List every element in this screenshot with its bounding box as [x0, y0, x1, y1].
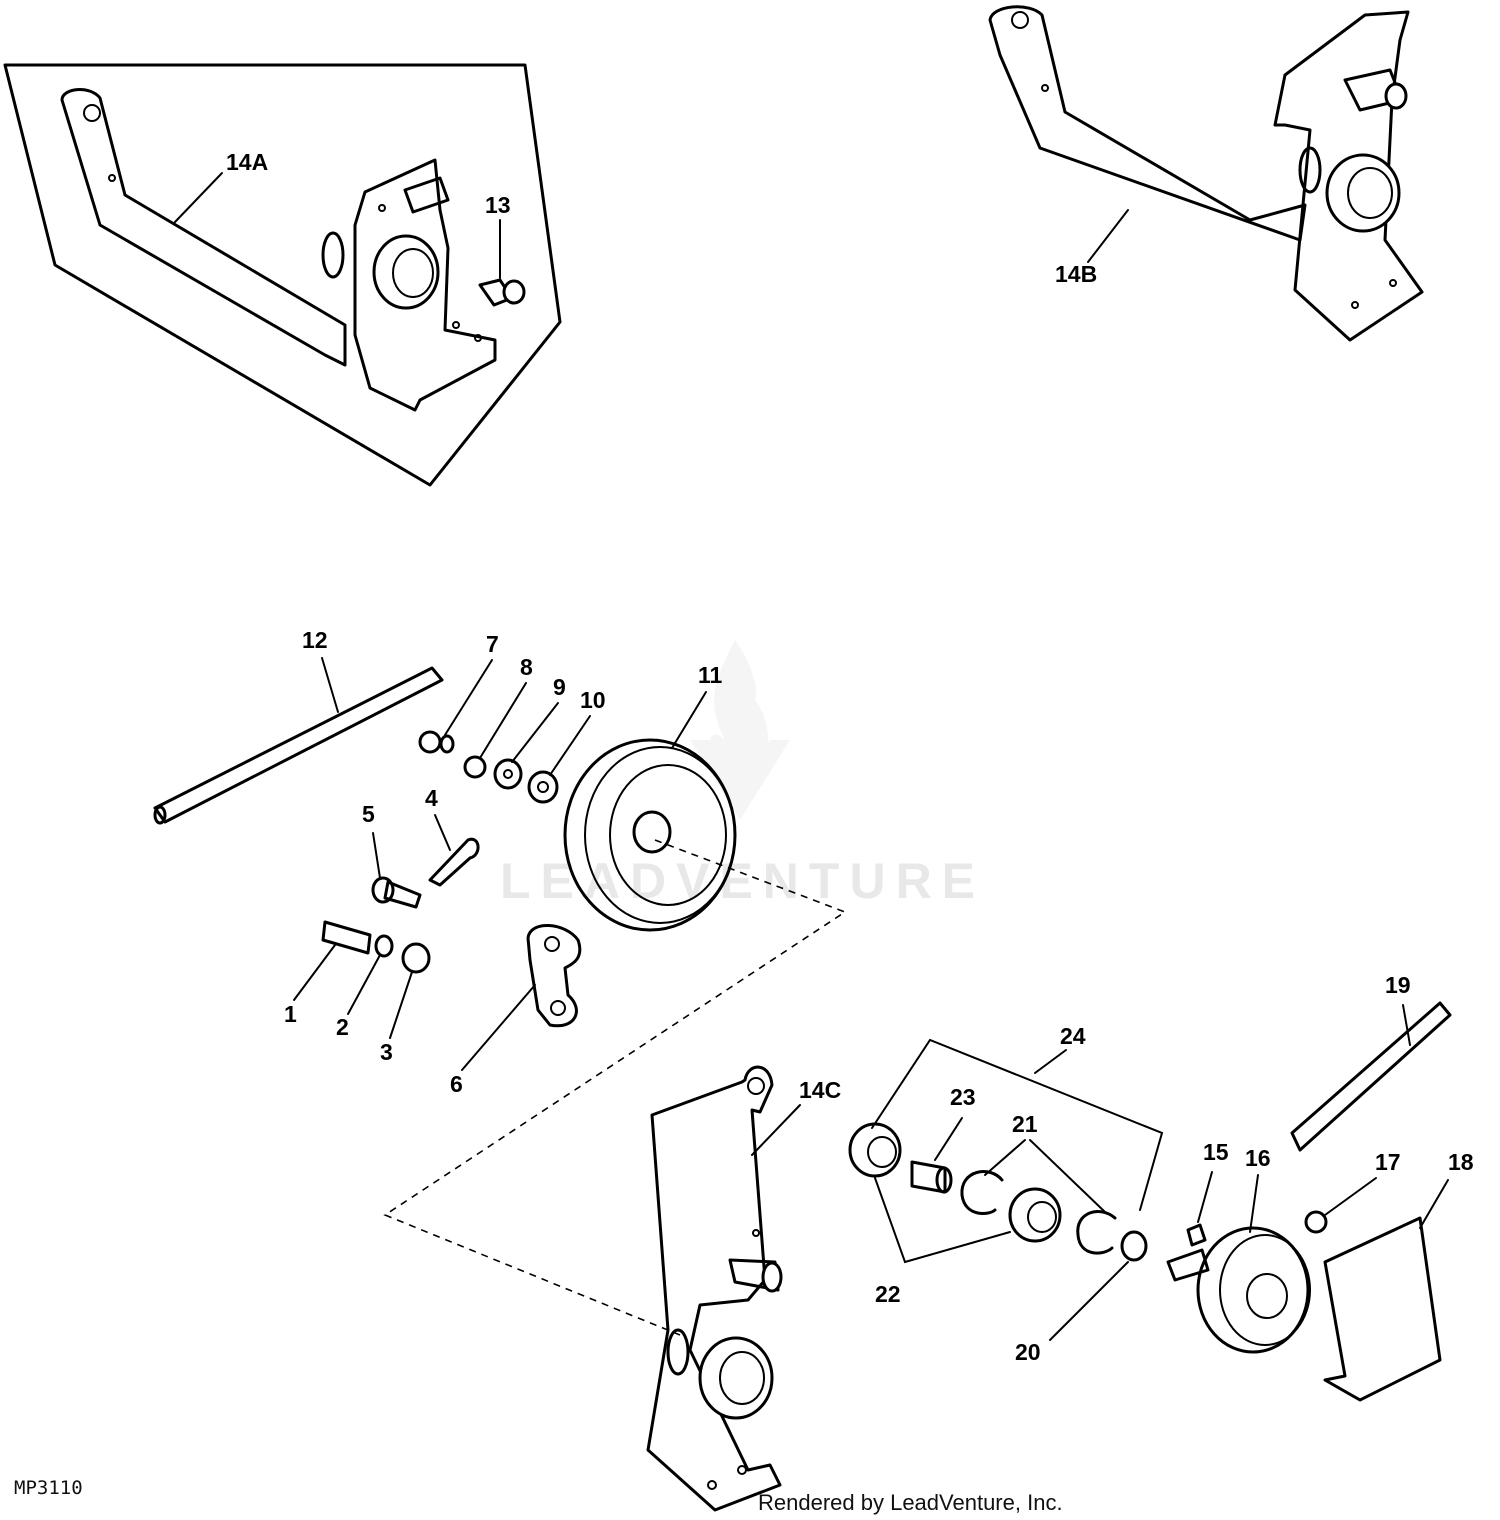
watermark-logo: [690, 640, 790, 820]
callout-15: 15: [1203, 1139, 1229, 1165]
callout-14c: 14C: [799, 1077, 841, 1103]
callout-2: 2: [336, 1014, 349, 1040]
callout-16: 16: [1245, 1145, 1271, 1171]
callout-14a: 14A: [226, 149, 268, 175]
callout-9: 9: [553, 674, 566, 700]
bracket-14b: 14B: [988, 5, 1424, 342]
callout-22: 22: [875, 1281, 901, 1307]
callout-3: 3: [380, 1039, 393, 1065]
callout-5: 5: [362, 801, 375, 827]
callout-20: 20: [1015, 1339, 1041, 1365]
idler-assembly: 12 7 8 9 10 11 5 4: [153, 627, 847, 1336]
callout-4: 4: [425, 785, 438, 811]
watermark-text: LEADVENTURE: [500, 853, 985, 909]
callout-24: 24: [1060, 1023, 1086, 1049]
callout-8: 8: [520, 654, 533, 680]
callout-19: 19: [1385, 972, 1411, 998]
bracket-14c: 14C: [646, 1065, 841, 1512]
callout-12: 12: [302, 627, 328, 653]
callout-10: 10: [580, 687, 606, 713]
callout-11: 11: [698, 662, 723, 688]
callout-18: 18: [1448, 1149, 1474, 1175]
callout-7: 7: [486, 631, 499, 657]
bracket-14a-inset: 14A 13: [3, 63, 562, 487]
figure-id: MP3110: [14, 1477, 83, 1499]
callout-21: 21: [1012, 1111, 1038, 1137]
callout-1: 1: [284, 1001, 297, 1027]
callout-6: 6: [450, 1071, 463, 1097]
pulley-assembly: 24 22 23 21 20 19 15 1: [848, 972, 1474, 1402]
credit-text: Rendered by LeadVenture, Inc.: [758, 1490, 1063, 1515]
callout-13: 13: [485, 192, 511, 218]
callout-17: 17: [1375, 1149, 1401, 1175]
callout-23: 23: [950, 1084, 976, 1110]
callout-14b: 14B: [1055, 261, 1097, 287]
